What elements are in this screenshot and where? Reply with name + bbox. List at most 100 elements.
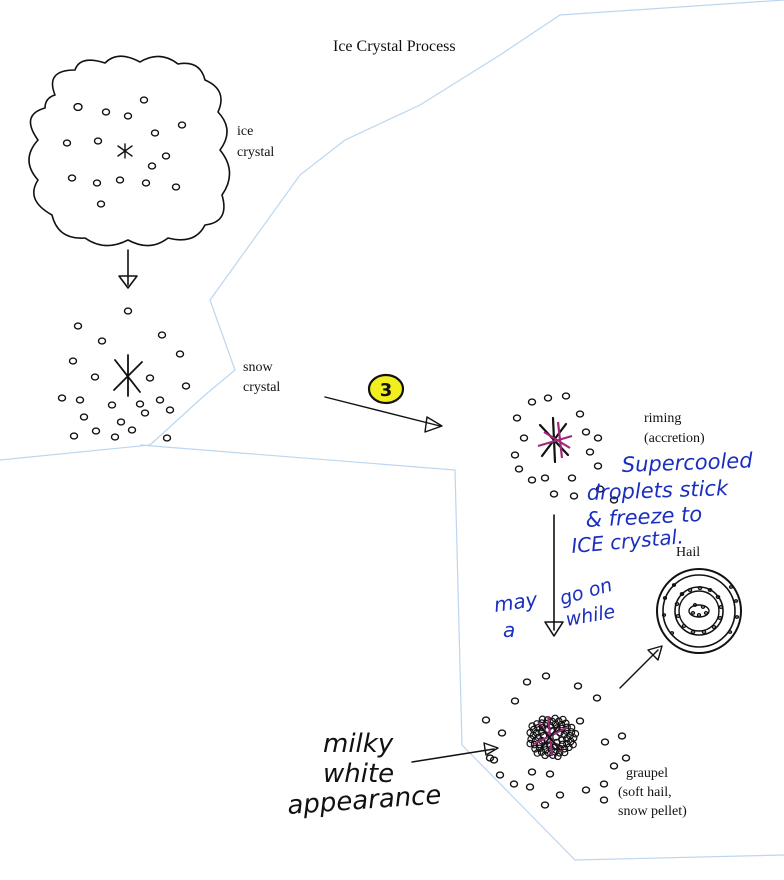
snow-droplet	[157, 331, 167, 339]
hail-dot	[700, 605, 706, 609]
riming-droplet	[527, 476, 537, 484]
snow-droplet	[165, 406, 175, 414]
label-crystal: crystal	[237, 145, 274, 160]
graupel-droplet	[575, 717, 585, 725]
graupel-droplet	[497, 729, 507, 737]
rime-ice-mark	[537, 421, 573, 459]
graupel-droplet	[489, 756, 499, 764]
label-accretion: (accretion)	[644, 431, 705, 446]
graupel-droplet	[545, 770, 555, 778]
riming-droplets	[510, 392, 619, 504]
snow-droplet	[75, 396, 85, 404]
snow-droplet	[90, 373, 100, 381]
graupel-droplet	[495, 771, 505, 779]
supercooled-note: Supercooled droplets stick & freeze to I…	[570, 448, 753, 558]
hail-stone	[656, 568, 742, 654]
hail-dot	[674, 601, 680, 607]
hail-dot	[711, 624, 717, 630]
hail-dot	[690, 629, 696, 635]
graupel-droplet	[481, 716, 491, 724]
snow-crystal-star	[113, 354, 143, 397]
label-hail: Hail	[676, 545, 700, 560]
graupel-droplet	[621, 754, 631, 762]
hail-dot	[734, 615, 740, 619]
rime-droplet	[563, 723, 571, 732]
hail-dot	[675, 613, 681, 619]
riming-droplet	[549, 490, 559, 498]
snow-droplet	[155, 396, 165, 404]
cloud-droplet	[115, 176, 125, 184]
graupel-droplet	[541, 672, 551, 680]
rime-droplet	[538, 715, 547, 724]
ice-crystal-star	[117, 143, 133, 159]
snow-droplet	[140, 409, 150, 417]
riming-droplet	[595, 485, 605, 493]
hail-dot	[696, 613, 702, 617]
riming-droplet	[609, 496, 619, 504]
cloud-droplet	[161, 152, 171, 160]
hail-dot	[707, 587, 713, 593]
hail-dot	[669, 631, 675, 635]
label-ice: ice	[237, 124, 253, 139]
arrow-milky-to-graupel	[411, 742, 499, 763]
hail-dot	[701, 629, 707, 635]
note-droplets-stick: droplets stick	[586, 476, 729, 505]
rime-droplet	[560, 744, 569, 753]
riming-droplet	[527, 398, 537, 406]
snow-droplet	[110, 433, 120, 441]
note-a: a	[503, 618, 515, 642]
snow-droplet	[181, 382, 191, 390]
hail-dot	[717, 615, 723, 621]
milky-white-note: milky white appearance	[286, 729, 442, 821]
snow-droplet	[79, 413, 89, 421]
cloud-droplet	[67, 174, 77, 182]
rime-droplet	[560, 748, 569, 757]
riming-droplet	[567, 474, 577, 482]
graupel-droplet	[540, 801, 550, 809]
snow-droplet	[57, 394, 67, 402]
cloud-droplet	[92, 179, 102, 187]
snow-droplet	[175, 350, 185, 358]
label-soft-hail: (soft hail,	[618, 785, 672, 800]
cloud-droplet	[147, 162, 157, 170]
riming-droplet	[543, 394, 553, 402]
arrow-graupel-to-hail	[619, 645, 663, 689]
hail-dot	[715, 594, 721, 600]
cloud	[28, 55, 231, 247]
hail-dot	[718, 604, 724, 610]
graupel-droplet	[600, 738, 610, 746]
label-graupel: graupel	[626, 766, 668, 781]
riming-droplet	[561, 392, 571, 400]
cloud-droplet	[171, 183, 181, 191]
cloud-droplet	[150, 129, 160, 137]
rime-droplet	[526, 728, 535, 737]
rime-droplet	[530, 740, 539, 749]
graupel-droplet	[609, 762, 619, 770]
cloud-droplet	[93, 137, 103, 145]
graupel-droplet	[522, 678, 532, 686]
snow-droplet	[73, 322, 83, 330]
graupel-core	[526, 714, 580, 761]
hail-dot	[662, 596, 668, 600]
hail-dot	[690, 611, 696, 615]
graupel-droplet	[599, 780, 609, 788]
hail-dot	[728, 585, 734, 589]
step-badge-number: 3	[380, 380, 393, 401]
hail-dot	[681, 623, 687, 629]
hail-dot	[687, 587, 693, 593]
hail-layer-dots	[661, 583, 740, 635]
snow-droplet	[97, 337, 107, 345]
rime-droplet	[554, 752, 562, 761]
snow-crystal-droplets	[57, 307, 191, 442]
note-may: may	[492, 587, 540, 617]
graupel-droplet	[527, 768, 537, 776]
rime-droplet	[528, 722, 537, 730]
snow-droplet	[116, 418, 126, 426]
graupel-droplet	[592, 694, 602, 702]
riming-droplet	[514, 465, 524, 473]
hail-dot	[692, 603, 698, 607]
rime-droplet	[551, 714, 559, 723]
cloud-droplet	[101, 108, 111, 116]
paper-edge	[0, 0, 784, 861]
